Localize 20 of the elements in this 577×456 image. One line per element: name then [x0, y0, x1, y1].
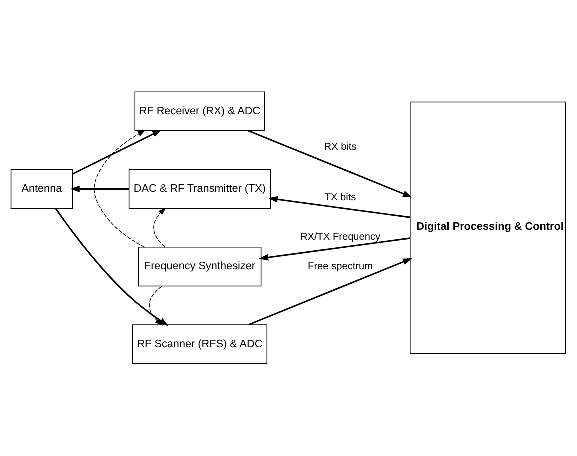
edge-label: RX/TX Frequency [300, 232, 381, 243]
arrow [70, 186, 130, 192]
arrow [154, 208, 166, 248]
node-box: RF Receiver (RX) & ADC [134, 92, 266, 132]
node-box: DAC & RF Transmitter (TX) [128, 169, 272, 209]
arrow [259, 238, 410, 261]
edge-label: Free spectrum [308, 261, 374, 272]
edge-label: RX bits [324, 142, 357, 153]
arrow [268, 196, 410, 218]
node-box: RF Scanner (RFS) & ADC [132, 324, 268, 364]
arrow [248, 258, 412, 326]
arrow [248, 130, 412, 198]
node-box: Frequency Synthesizer [138, 247, 262, 287]
node-box: Digital Processing & Control [410, 102, 566, 354]
edge-label: TX bits [324, 192, 356, 204]
arrow [94, 130, 146, 248]
arrow [55, 208, 169, 326]
node-box: Antenna [10, 169, 74, 209]
arrow [149, 286, 164, 326]
arrow [72, 130, 162, 175]
